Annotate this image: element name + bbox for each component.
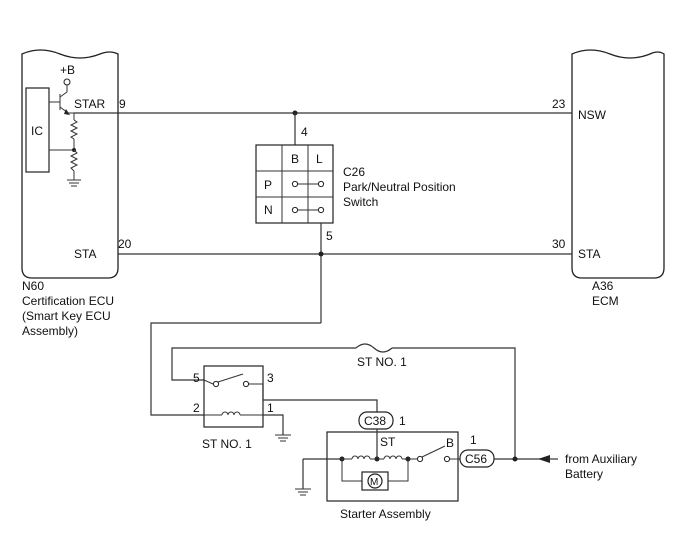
ecu-name-line-2: (Smart Key ECU xyxy=(22,309,111,323)
pnp-row-p: P xyxy=(264,178,272,192)
pin-sta-label-ecm: STA xyxy=(578,247,600,261)
fuse-label: ST NO. 1 xyxy=(357,355,407,369)
relay-label: ST NO. 1 xyxy=(202,437,252,451)
relay-pin-1: 1 xyxy=(267,401,274,415)
relay-pin-2: 2 xyxy=(193,401,200,415)
starter-b-label: B xyxy=(446,436,454,450)
supply-label: +B xyxy=(60,63,75,77)
pin-sta-label-ecu: STA xyxy=(74,247,96,261)
connector-c38: C38 xyxy=(358,411,394,430)
pnp-col-b: B xyxy=(291,152,299,166)
pnp-code: C26 xyxy=(343,165,365,179)
connector-c56: C56 xyxy=(459,449,495,468)
ecu-name-line-1: Certification ECU xyxy=(22,294,114,308)
pin-20-number: 20 xyxy=(118,237,132,251)
ecu-internal-circuit: +B xyxy=(49,63,81,187)
pnp-name-line-2: Switch xyxy=(343,195,378,209)
pnp-pin-5: 5 xyxy=(326,229,333,243)
c56-pin: 1 xyxy=(470,433,477,447)
pnp-name-line-1: Park/Neutral Position xyxy=(343,180,456,194)
pin-star-label: STAR xyxy=(74,97,105,111)
battery-arrow-icon xyxy=(538,455,550,463)
pnp-row-n: N xyxy=(264,203,273,217)
battery-label-line-2: Battery xyxy=(565,467,603,481)
pin-nsw-label: NSW xyxy=(578,108,607,122)
starter-label: Starter Assembly xyxy=(340,507,431,521)
starter-assembly: ST B M xyxy=(303,429,462,502)
ecu-code: N60 xyxy=(22,279,44,293)
ecm-name: ECM xyxy=(592,294,619,308)
pin-30-number: 30 xyxy=(552,237,566,251)
ecm-body xyxy=(571,49,665,279)
c38-code: C38 xyxy=(364,414,386,428)
pin-23-number: 23 xyxy=(552,97,566,111)
battery-label-line-1: from Auxiliary xyxy=(565,452,637,466)
ecu-name-line-3: Assembly) xyxy=(22,324,78,338)
relay-pin-5: 5 xyxy=(193,371,200,385)
motor-label: M xyxy=(370,477,378,488)
c38-pin: 1 xyxy=(399,414,406,428)
ecm-code: A36 xyxy=(592,279,614,293)
ic-block: IC xyxy=(25,87,50,173)
relay-pin-3: 3 xyxy=(267,371,274,385)
pnp-pin-4: 4 xyxy=(301,125,308,139)
ic-label: IC xyxy=(31,124,43,138)
starter-st-label: ST xyxy=(380,435,396,449)
st-relay xyxy=(203,365,264,428)
pnp-switch-table: B L P N xyxy=(255,144,334,224)
pnp-col-l: L xyxy=(316,152,323,166)
pin-9-number: 9 xyxy=(119,97,126,111)
c56-code: C56 xyxy=(465,452,487,466)
